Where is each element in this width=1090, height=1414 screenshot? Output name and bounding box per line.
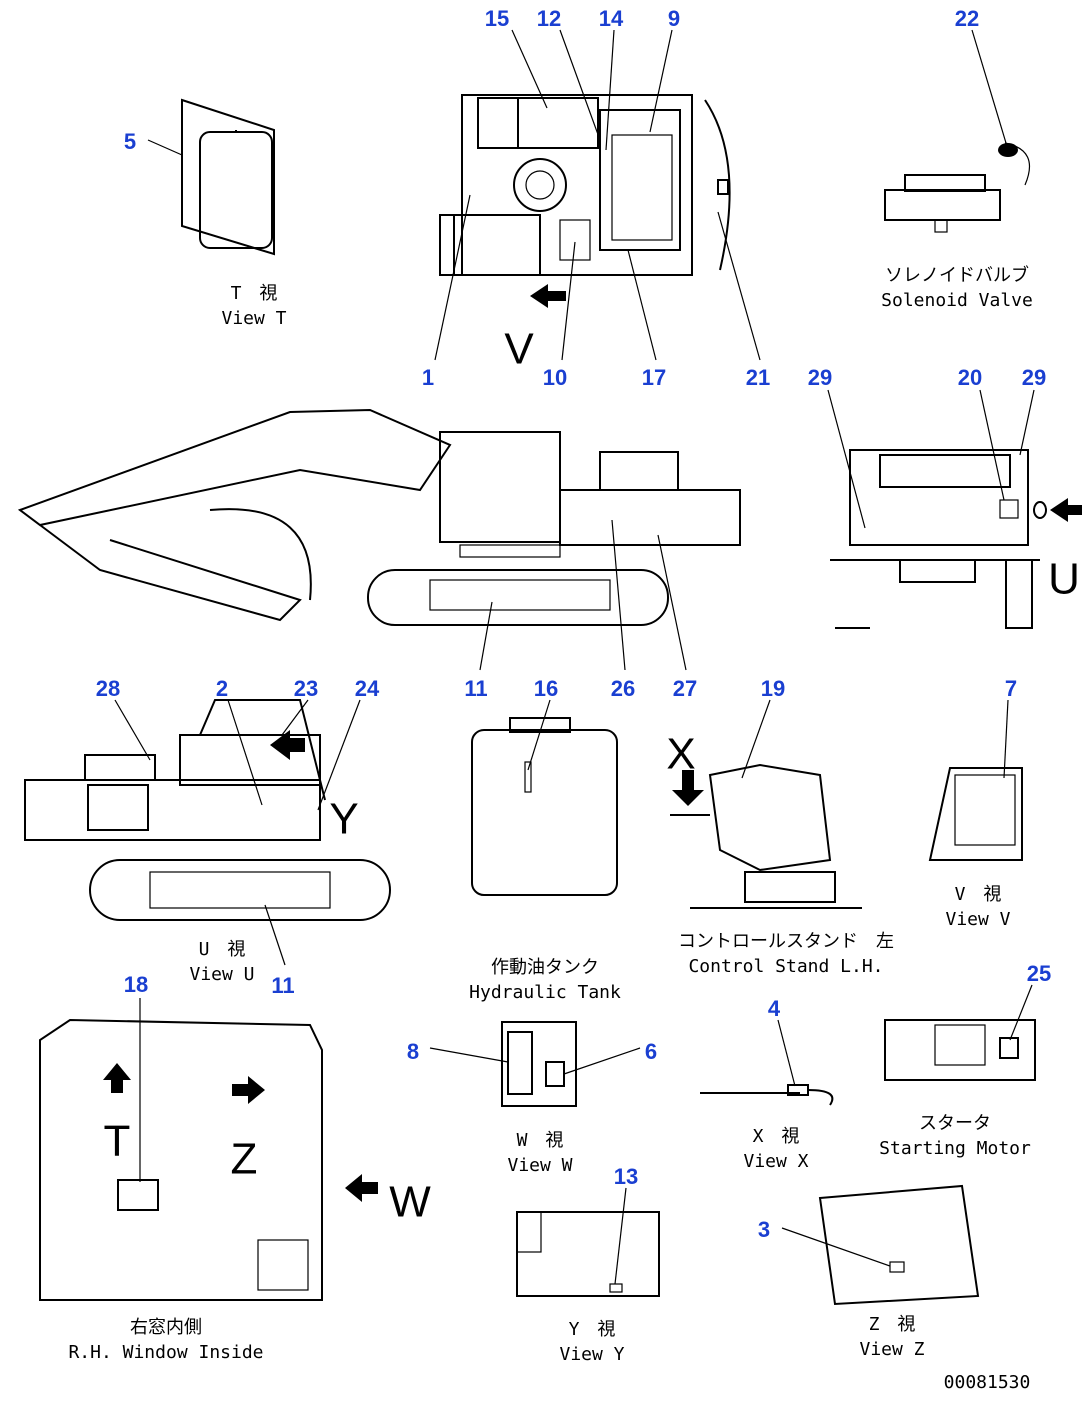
part-number-label: 2 — [216, 676, 228, 701]
part-number-label: 19 — [761, 676, 785, 701]
view-caption: View U — [189, 964, 254, 985]
part-number-label: 16 — [534, 676, 558, 701]
view-y-drawing — [516, 1211, 660, 1297]
part-number-label: 3 — [758, 1217, 770, 1242]
view-caption: U 視 — [199, 939, 246, 960]
part-number-label: 13 — [614, 1164, 638, 1189]
view-caption: View Y — [559, 1344, 624, 1365]
part-number-label: 5 — [124, 129, 136, 154]
view-u-top-drawing — [830, 449, 1082, 629]
view-z-drawing — [818, 1184, 980, 1306]
view-caption: View Z — [859, 1339, 924, 1360]
part-number-label: 28 — [96, 676, 120, 701]
view-caption: ソレノイドバルブ — [885, 264, 1029, 286]
leader-lines — [114, 29, 1035, 1285]
view-direction-letter: X — [666, 730, 695, 779]
main-side-view-drawing — [17, 408, 741, 626]
view-direction-letter: Y — [329, 795, 358, 844]
view-caption: View W — [507, 1155, 572, 1176]
part-number-label: 26 — [611, 676, 635, 701]
view-caption: Y 視 — [569, 1319, 616, 1340]
view-captions: T 視 View T ソレノイドバルブ Solenoid Valve U 視 View U… — [68, 264, 1032, 1393]
part-number-label: 8 — [407, 1039, 419, 1064]
view-caption: View V — [945, 909, 1010, 930]
part-number-label: 27 — [673, 676, 697, 701]
part-number-label: 25 — [1027, 961, 1051, 986]
part-number-label: 11 — [271, 973, 294, 998]
part-number-label: 22 — [955, 6, 979, 31]
view-caption: W 視 — [517, 1130, 564, 1151]
view-caption: X 視 — [753, 1126, 800, 1147]
part-number-label: 21 — [746, 365, 770, 390]
part-number-label: 7 — [1005, 676, 1017, 701]
part-number-label: 6 — [645, 1039, 657, 1064]
view-direction-letter: V — [504, 325, 534, 374]
top-view-drawing — [439, 94, 731, 308]
part-number-label: 12 — [537, 6, 561, 31]
view-caption: T 視 — [231, 283, 278, 304]
part-number-label: 18 — [124, 972, 148, 997]
part-number-label: 10 — [543, 365, 567, 390]
view-caption: Solenoid Valve — [881, 290, 1033, 311]
part-number-label: 15 — [485, 6, 509, 31]
view-direction-letter: W — [389, 1178, 431, 1227]
part-number-label: 11 — [464, 676, 487, 701]
view-direction-letter: U — [1048, 555, 1080, 604]
part-number-label: 20 — [958, 365, 982, 390]
part-number-label: 17 — [642, 365, 666, 390]
view-v-drawing — [928, 767, 1023, 861]
part-number-label: 23 — [294, 676, 318, 701]
starting-motor-drawing — [884, 1019, 1036, 1081]
view-t-drawing — [181, 98, 275, 256]
view-caption: View X — [743, 1151, 808, 1172]
part-number-label: 29 — [1022, 365, 1046, 390]
view-caption: V 視 — [955, 884, 1002, 905]
part-number-label: 1 — [422, 365, 434, 390]
hydraulic-tank-drawing — [471, 717, 618, 896]
part-number-label: 24 — [355, 676, 380, 701]
view-caption: Z 視 — [869, 1314, 916, 1335]
view-caption: 右窓内側 — [130, 1317, 202, 1338]
view-caption: 作動油タンク — [491, 957, 599, 978]
view-caption: Starting Motor — [879, 1138, 1031, 1159]
view-w-drawing — [501, 1021, 577, 1107]
view-direction-letter: Z — [231, 1135, 258, 1184]
part-number-label: 9 — [668, 6, 680, 31]
control-stand-drawing — [670, 763, 862, 909]
view-caption: View T — [221, 308, 286, 329]
rh-window-drawing — [39, 1018, 378, 1301]
solenoid-valve-drawing — [884, 142, 1031, 233]
part-number-label: 29 — [808, 365, 832, 390]
view-caption: スタータ — [919, 1113, 991, 1134]
view-caption: R.H. Window Inside — [68, 1342, 263, 1363]
view-caption: 00081530 — [944, 1372, 1031, 1393]
view-x-drawing — [700, 1084, 834, 1106]
view-caption: Control Stand L.H. — [688, 956, 883, 977]
view-direction-letters: V U Y X T Z W — [104, 325, 1080, 1227]
view-direction-letter: T — [104, 1117, 131, 1166]
part-number-label: 14 — [599, 6, 624, 31]
view-caption: Hydraulic Tank — [469, 982, 621, 1003]
view-caption: コントロールスタンド 左 — [678, 931, 894, 952]
part-number-label: 4 — [768, 996, 781, 1021]
view-u-side-drawing — [24, 699, 391, 921]
